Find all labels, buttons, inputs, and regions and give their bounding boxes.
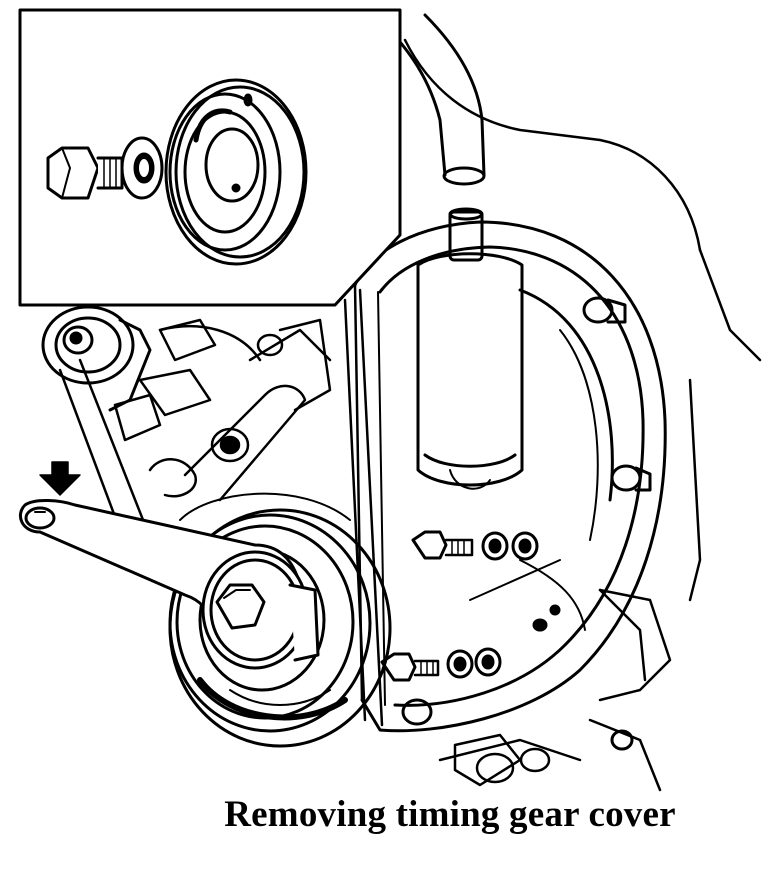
bolt-right <box>612 466 650 490</box>
bracket-linkage <box>115 320 330 500</box>
bolt-icon <box>48 148 122 198</box>
bolt-washer-pulley-detail <box>20 10 400 305</box>
alternator-pulley <box>43 307 150 410</box>
bolt-top-right <box>584 298 625 322</box>
washer-icon <box>122 138 162 198</box>
pressure-arrow-icon <box>40 462 80 495</box>
drive-belt <box>60 290 382 725</box>
removed-bolt-upper <box>413 532 537 559</box>
removed-bolt-lower <box>382 649 500 680</box>
oil-filler-tube <box>418 209 522 489</box>
lower-block-details <box>455 590 645 785</box>
cover-bolts <box>382 298 650 749</box>
bolt-lower-right <box>612 731 632 749</box>
bolt-bottom <box>403 700 431 724</box>
crankshaft-pulley-icon <box>166 80 306 264</box>
engine-block-outline <box>160 40 760 790</box>
timing-gear-cover <box>355 222 665 731</box>
pulley-holding-wrench <box>20 500 318 668</box>
figure-caption: Removing timing gear cover <box>224 794 676 835</box>
